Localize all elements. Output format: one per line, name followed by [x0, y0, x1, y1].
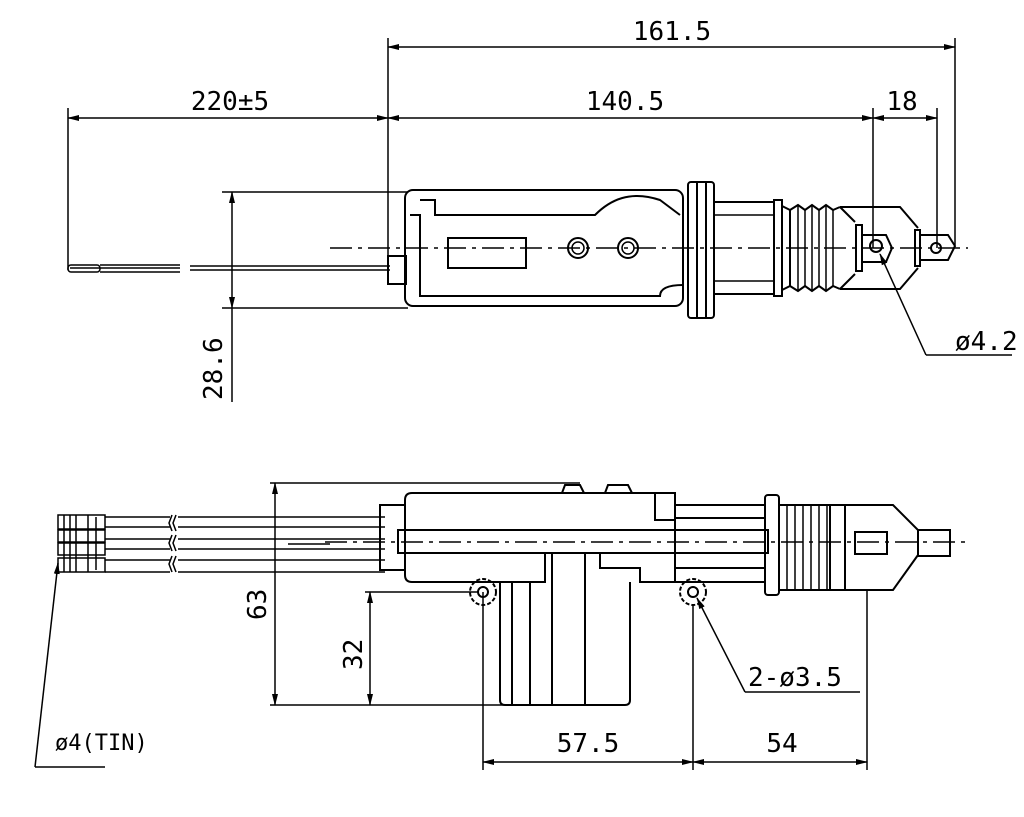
wire-bundle	[57, 504, 406, 573]
terminal-callout: ø4(TIN)	[34, 562, 148, 768]
dim-wire-label: 220±5	[191, 87, 269, 117]
dimension-57-5: 57.5	[482, 592, 694, 770]
dimension-63: 63	[243, 482, 580, 706]
top-view: 161.5 220±5 140.5 18 28.6	[67, 17, 1018, 402]
terminal-label: ø4(TIN)	[55, 731, 148, 756]
dim-height-label: 28.6	[199, 337, 229, 400]
wire	[67, 255, 407, 285]
hole-label: ø4.2	[955, 327, 1018, 357]
dim-63-label: 63	[243, 589, 273, 620]
actuator-body-side	[397, 484, 951, 706]
hole-callout-4-2: ø4.2	[879, 253, 1018, 357]
actuator-body-top	[404, 181, 957, 319]
holes-label: 2-ø3.5	[748, 663, 842, 693]
dimension-32: 32	[339, 591, 478, 706]
dimension-18: 18	[872, 87, 938, 248]
holes-callout: 2-ø3.5	[696, 597, 860, 693]
dim-overall-label: 161.5	[633, 17, 711, 47]
dim-eye-label: 18	[886, 87, 917, 117]
dim-57-5-label: 57.5	[557, 729, 620, 759]
dim-32-label: 32	[339, 639, 369, 670]
dimension-54: 54	[692, 590, 868, 770]
dimension-28-6: 28.6	[199, 191, 408, 402]
dim-body-label: 140.5	[586, 87, 664, 117]
dimension-140-5: 140.5	[387, 87, 874, 248]
dimension-220: 220±5	[67, 87, 389, 270]
dim-54-label: 54	[766, 729, 797, 759]
side-view: 63 32	[34, 482, 965, 770]
dimension-161-5: 161.5	[387, 17, 956, 272]
